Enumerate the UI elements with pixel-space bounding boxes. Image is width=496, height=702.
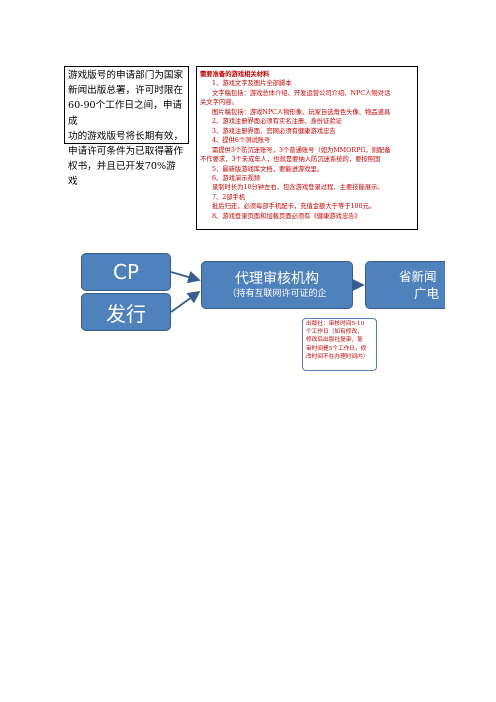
province-line1: 省新闻	[399, 269, 437, 284]
materials-line: 3、游戏注册界面、官网必须有健康游戏忠告	[212, 127, 336, 135]
materials-line: 1、游戏文字及图片全部脚本	[212, 80, 292, 88]
license-info-line: 申请许可条件为已取得著作	[68, 146, 184, 158]
license-info-note: 游戏版号的申请部门为国家 新闻出版总署，许可时限在 60-90个工作日之间，申请…	[64, 66, 189, 187]
note-line: 改时间不在办理时间内）	[306, 353, 369, 360]
publisher-node: 发行	[81, 293, 171, 331]
materials-line: 需提供3个防沉迷账号，3个普通账号（如为MMORPG，则配备	[212, 146, 391, 154]
materials-line: 8、游戏登录页面和加载页面必须有《健康游戏忠告》	[212, 212, 361, 220]
materials-line: 不作要求，3个未成年人，也就是要纳入防沉迷系统的，要按照国	[200, 156, 381, 164]
license-info-line: 新闻出版总署，许可时限在	[68, 85, 184, 97]
materials-requirements-box: 需要准备的游戏相关材料 1、游戏文字及图片全部脚本 文字稿包括：游戏总体介绍、开…	[196, 66, 418, 230]
license-info-line: 游戏版号的申请部门为国家	[68, 70, 184, 81]
materials-line: 4、提供6个测试账号	[212, 137, 271, 145]
publisher-label: 发行	[106, 301, 146, 326]
province-bureau-node: 省新闻 广电	[365, 261, 445, 309]
cp-node: CP	[81, 253, 171, 291]
materials-line: 文字稿包括：游戏总体介绍、开发运营公司介绍、NPC人物对话	[212, 89, 391, 97]
note-line: 修改后出版社复审，复	[306, 337, 363, 344]
materials-line: 图片稿包括：游戏NPC人物形象、玩家自选角色头像、物品道具	[212, 108, 391, 116]
cp-label: CP	[112, 260, 140, 284]
materials-line: 2、游戏注册界面必须有实名注册、身份证验证	[212, 118, 342, 126]
publisher-review-note: 出版社：审核时间5-10 个工作日（如有修改， 修改后出版社复审，复 审时间是5…	[302, 318, 377, 371]
province-line2: 广电	[414, 286, 440, 301]
review-agency-node: 代理审核机构 （持有互联网许可证的企	[201, 261, 353, 309]
license-info-line: 权书，并且已开发70%游戏	[68, 161, 176, 188]
materials-line: 6、游戏演示视频	[212, 174, 261, 182]
license-info-line: 功的游戏版号将长期有效，	[68, 130, 184, 142]
materials-title: 需要准备的游戏相关材料	[200, 71, 270, 78]
materials-line: 5、最新版游戏库文档，要能进游戏里。	[212, 165, 324, 173]
materials-line: 7、2部手机	[212, 193, 246, 201]
materials-line: 批后归还，必须每部手机配卡，充值金额大于等于100元。	[212, 203, 376, 211]
license-info-line: 60-90个工作日之间，申请成	[68, 100, 183, 127]
materials-line: 录制时长为10分钟左右，包含游戏登录过程、主要技能展示、	[212, 184, 384, 192]
agency-title: 代理审核机构	[235, 270, 319, 287]
note-line: 审时间是5个工作日，修	[306, 345, 367, 352]
arrow-cp-to-agency	[170, 270, 201, 284]
materials-line: 关文字内容。	[200, 99, 238, 107]
note-line: 个工作日（如有修改，	[306, 329, 363, 336]
agency-subtitle: （持有互联网许可证的企	[227, 288, 327, 299]
note-line: 出版社：审核时间5-10	[306, 321, 365, 327]
arrow-publisher-to-agency	[170, 290, 201, 313]
